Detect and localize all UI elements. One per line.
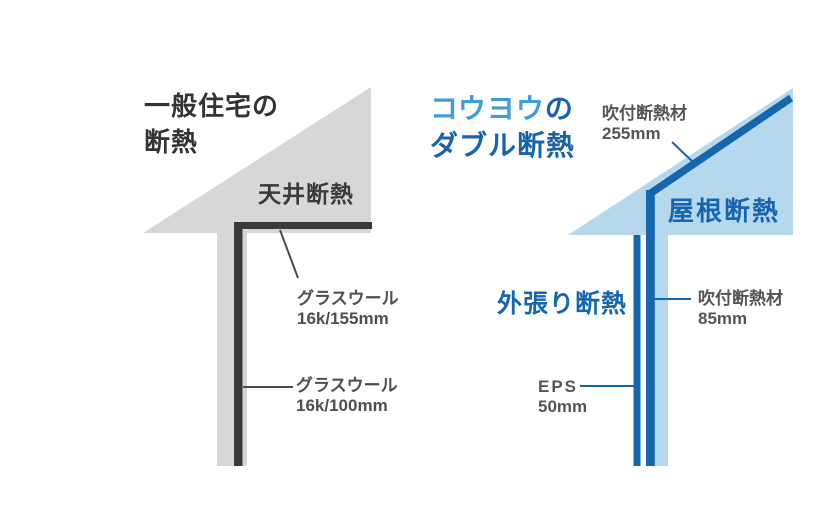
left-title-line2: 断熱 — [144, 127, 199, 157]
right-roof-shape — [568, 88, 793, 235]
right-title-line2: ダブル断熱 — [430, 130, 576, 161]
ceiling-callout-label: グラスウール 16k/155mm — [297, 289, 399, 329]
ceiling-callout-name: グラスウール — [297, 289, 399, 308]
eps-name: EPS — [538, 377, 579, 396]
eps-spec: 50mm — [538, 397, 588, 416]
wall-spray-spec: 85mm — [698, 309, 748, 328]
wall-spray-callout-label: 吹付断熱材 85mm — [698, 289, 783, 329]
ceiling-callout-spec: 16k/155mm — [297, 309, 389, 328]
roof-insulation-stripe — [648, 94, 794, 197]
left-roof-shape — [143, 87, 371, 233]
roof-spray-callout-label: 吹付断熱材 255mm — [602, 104, 687, 144]
wall-spray-band — [654, 235, 668, 466]
right-title-brand: コウヨウ — [430, 93, 545, 124]
wall-callout-name: グラスウール — [296, 376, 398, 395]
wall-callout-spec: 16k/100mm — [296, 396, 388, 415]
wall-callout-label: グラスウール 16k/100mm — [296, 376, 398, 416]
wall-insulation-bar — [234, 222, 243, 466]
wall-spray-name: 吹付断熱材 — [698, 289, 783, 308]
eps-insulation-stripe — [633, 235, 641, 466]
left-title: 一般住宅の 断熱 — [144, 88, 279, 160]
ceiling-callout-line — [279, 229, 299, 279]
roof-spray-name: 吹付断熱材 — [602, 104, 687, 123]
left-title-line1: 一般住宅の — [144, 91, 280, 121]
right-title-particle: の — [544, 93, 574, 124]
roof-spray-spec: 255mm — [602, 124, 661, 143]
ceiling-insulation-bar — [234, 222, 372, 229]
exterior-insulation-label: 外張り断熱 — [497, 290, 628, 318]
roof-insulation-label: 屋根断熱 — [668, 196, 781, 226]
ceiling-insulation-label: 天井断熱 — [258, 181, 354, 207]
roof-spray-callout-line — [671, 141, 695, 164]
right-title: コウヨウの ダブル断熱 — [430, 90, 575, 164]
eps-callout-label: EPS 50mm — [538, 377, 587, 417]
right-title-line1: コウヨウの — [430, 90, 575, 127]
wall-insulation-middle-stripe — [646, 190, 655, 466]
